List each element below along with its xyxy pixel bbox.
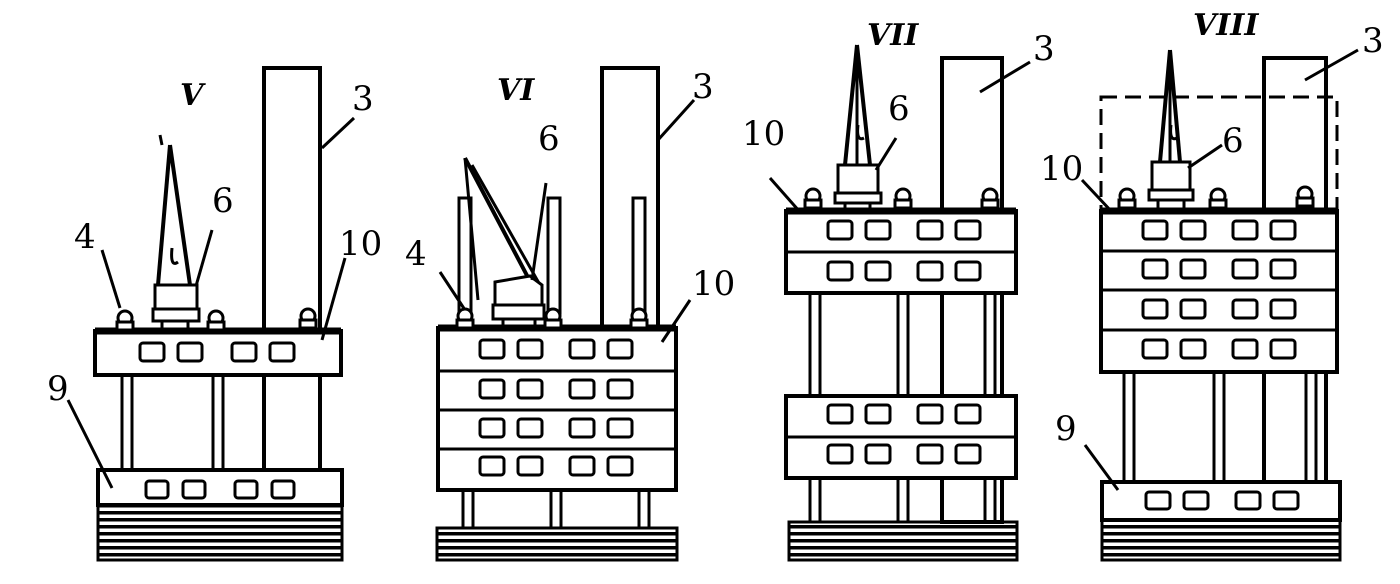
stage-numeral: VII	[867, 18, 919, 53]
label-bottom-block: 9	[1055, 409, 1077, 449]
leader-lines	[438, 98, 696, 343]
tower-crane	[151, 134, 201, 330]
label-crane: 6	[1222, 121, 1244, 161]
block-windows	[478, 338, 634, 477]
top-slab-windows	[138, 341, 296, 363]
label-jack: 4	[405, 234, 427, 274]
label-top-block: 10	[742, 114, 785, 154]
label-shaft: 3	[692, 67, 714, 107]
stage-numeral: VIII	[1193, 8, 1259, 43]
foundation	[435, 526, 679, 562]
mobile-crane	[463, 157, 546, 327]
lifting-jacks	[1117, 185, 1315, 210]
bottom-slab	[1100, 480, 1342, 522]
leader-lines	[66, 116, 356, 489]
label-shaft: 3	[352, 79, 374, 119]
label-crane: 6	[888, 89, 910, 129]
block-windows	[1141, 219, 1297, 360]
top-slab	[93, 329, 343, 377]
stage-numeral: VI	[497, 73, 535, 108]
stage-7: VII	[742, 18, 1055, 562]
stage-5: V	[47, 66, 382, 562]
label-top-block: 10	[339, 224, 382, 264]
foundation	[1100, 518, 1342, 562]
tower-crane	[833, 44, 883, 210]
bottom-slab-windows	[1144, 490, 1300, 511]
label-top-block: 10	[692, 264, 735, 304]
stage-numeral: V	[180, 78, 206, 113]
label-shaft: 3	[1033, 29, 1055, 69]
bottom-slab-windows	[144, 479, 296, 500]
raised-columns	[457, 196, 647, 315]
tower-crane	[1147, 49, 1195, 208]
columns	[461, 490, 651, 528]
lower-block-windows	[826, 403, 982, 465]
core-shaft	[600, 66, 660, 330]
stage-8: VIII	[1040, 8, 1384, 562]
foundation	[96, 503, 344, 562]
foundation	[787, 520, 1019, 562]
label-shaft: 3	[1362, 21, 1384, 61]
label-bottom-block: 9	[47, 369, 69, 409]
label-jack: 4	[74, 217, 96, 257]
core-shaft	[262, 66, 322, 472]
lifting-jacks	[115, 307, 318, 332]
floor-divisions	[438, 369, 676, 451]
lifting-jacks	[803, 187, 1000, 210]
label-crane: 6	[538, 119, 560, 159]
leader-lines	[768, 60, 1031, 213]
label-crane: 6	[212, 181, 234, 221]
bottom-slab	[96, 468, 344, 507]
label-top-block: 10	[1040, 149, 1083, 189]
floor-divisions	[1101, 249, 1337, 332]
leader-lines	[1080, 48, 1359, 491]
stage-6: VI	[405, 66, 735, 562]
top-block-windows	[826, 219, 982, 282]
